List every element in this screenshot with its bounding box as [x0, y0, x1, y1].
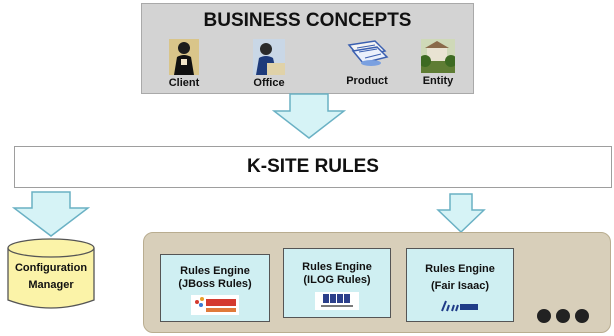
rules-engines-panel: Rules Engine (JBoss Rules) Rules Engine … [143, 232, 611, 333]
database-cylinder-icon [7, 238, 95, 309]
concept-office: Office [239, 39, 299, 89]
concept-office-label: Office [253, 77, 285, 89]
rules-engine-jboss: Rules Engine (JBoss Rules) [160, 254, 270, 322]
engine-fairisaac-line2: (Fair Isaac) [430, 280, 490, 292]
concept-entity-label: Entity [422, 75, 454, 87]
down-arrow-rules-to-engines [436, 193, 486, 233]
concept-client-label: Client [168, 77, 200, 89]
business-concepts-box: BUSINESS CONCEPTS Client Office Product [141, 3, 474, 94]
rules-engine-fair-isaac: Rules Engine (Fair Isaac) [406, 248, 514, 322]
configuration-manager: Configuration Manager [7, 238, 95, 310]
engine-fairisaac-line1: Rules Engine [425, 263, 495, 275]
config-label-line2: Manager [28, 279, 74, 291]
jboss-logo [191, 295, 239, 315]
business-concepts-title: BUSINESS CONCEPTS [203, 10, 412, 31]
ksite-rules-bar: K-SITE RULES [14, 146, 612, 188]
concept-client: Client [154, 39, 214, 89]
rules-engine-ilog: Rules Engine (ILOG Rules) [283, 248, 391, 318]
entity-icon [421, 39, 455, 73]
fairisaac-logo [441, 300, 478, 312]
down-arrow-concepts-to-rules [272, 93, 346, 139]
concept-entity: Entity [408, 39, 468, 87]
engine-jboss-line2: (JBoss Rules) [178, 278, 252, 290]
engine-jboss-line1: Rules Engine [180, 265, 250, 277]
engine-ilog-line2: (ILOG Rules) [303, 274, 371, 286]
more-dot-2 [556, 309, 570, 323]
ilog-logo [315, 292, 359, 310]
more-dot-1 [537, 309, 551, 323]
more-dot-3 [575, 309, 589, 323]
config-label-line1: Configuration [14, 262, 88, 274]
client-icon [169, 39, 199, 75]
engine-ilog-line1: Rules Engine [302, 261, 372, 273]
concept-product-label: Product [346, 75, 388, 87]
down-arrow-rules-to-config [12, 191, 90, 237]
office-icon [253, 39, 285, 75]
product-icon [347, 40, 389, 66]
concept-product: Product [337, 39, 397, 87]
